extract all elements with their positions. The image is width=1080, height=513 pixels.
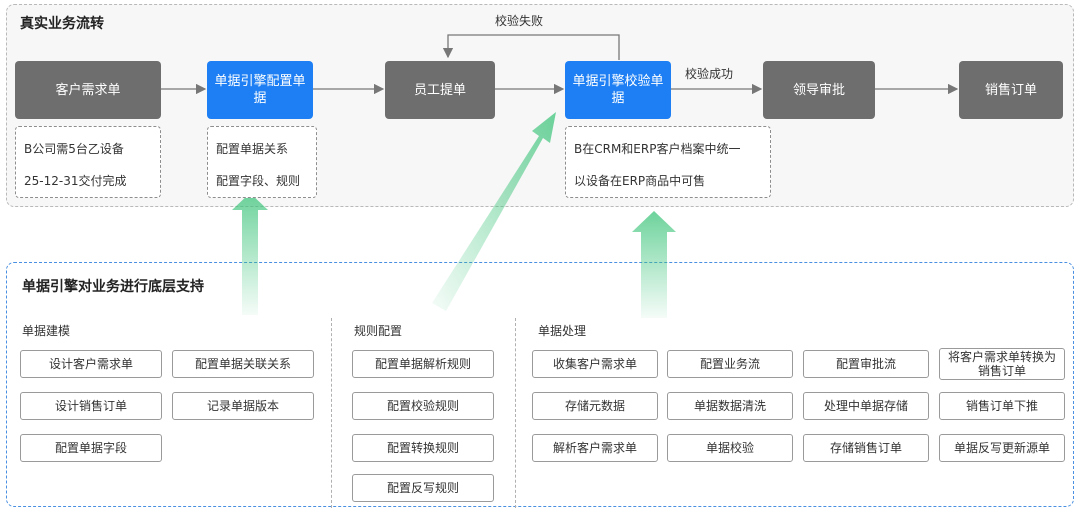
processing-item[interactable]: 单据反写更新源单 [939,434,1065,462]
node-employee-submit[interactable]: 员工提单 [385,61,495,119]
rules-item[interactable]: 配置校验规则 [352,392,494,420]
processing-item[interactable]: 销售订单下推 [939,392,1065,420]
modeling-item[interactable]: 配置单据字段 [20,434,162,462]
note-engine-config: 配置单据关系 配置字段、规则 [207,126,317,198]
modeling-item[interactable]: 配置单据关联关系 [172,350,314,378]
business-flow-panel [6,4,1074,207]
processing-item[interactable]: 配置审批流 [803,350,929,378]
rules-item[interactable]: 配置单据解析规则 [352,350,494,378]
node-engine-config[interactable]: 单据引擎配置单据 [207,61,313,119]
node-customer-request[interactable]: 客户需求单 [15,61,161,119]
processing-item[interactable]: 将客户需求单转换为销售订单 [939,348,1065,380]
rules-item[interactable]: 配置转换规则 [352,434,494,462]
modeling-item[interactable]: 设计客户需求单 [20,350,162,378]
feedback-loop-arrow [442,34,620,60]
processing-item[interactable]: 存储销售订单 [803,434,929,462]
engine-support-title: 单据引擎对业务进行底层支持 [22,279,204,295]
node-sales-order[interactable]: 销售订单 [959,61,1063,119]
note-customer-request: B公司需5台乙设备 25-12-31交付完成 [15,126,161,198]
processing-item[interactable]: 单据数据清洗 [667,392,793,420]
processing-item[interactable]: 收集客户需求单 [532,350,658,378]
processing-item[interactable]: 配置业务流 [667,350,793,378]
business-flow-title: 真实业务流转 [20,16,104,32]
success-label: 校验成功 [685,67,734,81]
note-line: B在CRM和ERP客户档案中统一 [574,142,741,156]
node-leader-approval[interactable]: 领导审批 [763,61,875,119]
section-divider [331,318,332,508]
note-line: 以设备在ERP商品中可售 [574,174,706,188]
modeling-item[interactable]: 记录单据版本 [172,392,314,420]
support-arrow-config [232,193,268,315]
modeling-title: 单据建模 [22,324,71,338]
note-engine-verify: B在CRM和ERP客户档案中统一 以设备在ERP商品中可售 [565,126,771,198]
support-arrow-verify-diagonal [432,112,556,311]
processing-item[interactable]: 解析客户需求单 [532,434,658,462]
note-line: 配置单据关系 [216,142,289,156]
processing-item[interactable]: 处理中单据存储 [803,392,929,420]
node-engine-verify[interactable]: 单据引擎校验单据 [565,61,671,119]
modeling-item[interactable]: 设计销售订单 [20,392,162,420]
feedback-label: 校验失败 [495,14,544,28]
processing-title: 单据处理 [538,324,587,338]
section-divider [515,318,516,508]
processing-item[interactable]: 单据校验 [667,434,793,462]
engine-support-panel [6,262,1074,507]
note-line: 25-12-31交付完成 [24,174,127,188]
note-line: B公司需5台乙设备 [24,142,124,156]
rules-title: 规则配置 [354,324,403,338]
note-line: 配置字段、规则 [216,174,301,188]
support-arrow-verify [632,211,676,318]
rules-item[interactable]: 配置反写规则 [352,474,494,502]
processing-item[interactable]: 存储元数据 [532,392,658,420]
